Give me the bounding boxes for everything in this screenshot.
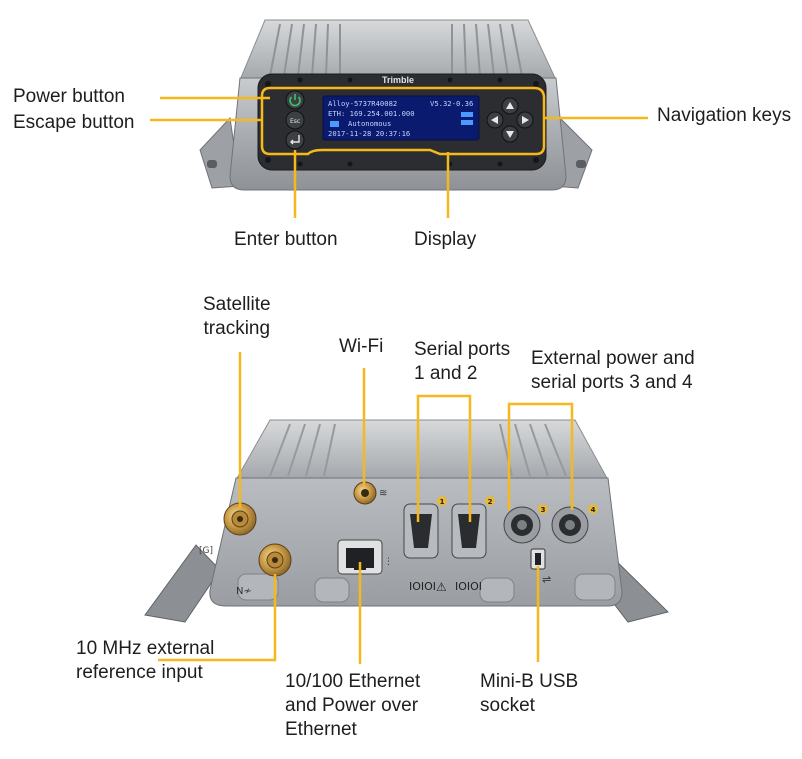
port-badge-3: 3 — [541, 506, 546, 514]
ethernet-port[interactable] — [337, 539, 383, 575]
label-satellite-tracking: Satellite tracking — [203, 294, 271, 339]
navigation-keys[interactable] — [486, 97, 534, 143]
rear-leader-lines — [158, 352, 574, 664]
brand-logo: Trimble — [382, 75, 414, 85]
label-power-button: Power button — [13, 86, 125, 107]
label-external-power: External power and serial ports 3 and 4 — [531, 348, 695, 393]
rear-view: [G] N≁ ≋ ⋮ — [144, 352, 669, 664]
label-ethernet: 10/100 Ethernet and Power over Ethernet — [285, 671, 421, 740]
label-mini-usb: Mini-B USB socket — [480, 671, 579, 716]
arrow-down-icon — [506, 131, 514, 138]
serial-port-2[interactable] — [451, 503, 487, 559]
warning-icon: ⚠ — [436, 580, 447, 594]
escape-icon: Esc — [290, 118, 300, 125]
label-display: Display — [414, 229, 477, 250]
label-navigation-keys: Navigation keys — [657, 105, 792, 126]
serial-symbol-2: IOIOI — [455, 580, 482, 593]
usb-icon: ⇌ — [542, 573, 551, 586]
port-badge-1: 1 — [440, 498, 445, 506]
enter-button[interactable] — [285, 130, 305, 150]
front-cooling-fins — [269, 23, 523, 77]
power-serial-port-4[interactable] — [551, 506, 589, 544]
port-badge-2: 2 — [488, 498, 493, 506]
serial-port-1[interactable] — [403, 503, 439, 559]
satellite-indicator — [330, 121, 339, 127]
gnss-icon: [G] — [199, 546, 213, 556]
enter-icon — [290, 135, 300, 145]
arrow-right-icon — [522, 116, 529, 124]
escape-button[interactable]: Esc — [285, 110, 305, 130]
arrow-up-icon — [506, 102, 514, 109]
arrow-down-key[interactable] — [501, 125, 519, 143]
display-line-3: Autonomous — [348, 119, 391, 128]
front-highlight-outline — [260, 86, 546, 156]
arrow-up-key[interactable] — [501, 97, 519, 115]
display-line-2: ETH: 169.254.001.000 — [328, 109, 415, 118]
display-line-1: Alloy-5737R40082 — [328, 99, 397, 108]
port-number-badges: 1 2 3 4 — [437, 496, 598, 514]
ref-symbol: N≁ — [236, 586, 252, 597]
lcd-display: Alloy-5737R40082 ETH: 169.254.001.000 Au… — [322, 95, 480, 141]
label-wifi: Wi-Fi — [339, 336, 384, 357]
label-ref-input: 10 MHz external reference input — [76, 638, 215, 683]
port-badge-4: 4 — [591, 506, 596, 514]
label-serial-ports-1-2: Serial ports 1 and 2 — [414, 339, 511, 384]
front-leader-lines — [150, 96, 648, 218]
display-version: V5.32-0.36 — [430, 99, 473, 108]
display-line-4: 2017-11-28 20:37:16 — [328, 129, 410, 138]
rear-left-flange — [144, 544, 221, 623]
power-serial-port-3[interactable] — [503, 506, 541, 544]
arrow-left-key[interactable] — [486, 111, 504, 129]
serial-symbol-1: IOIOI — [409, 580, 436, 593]
rear-top-body — [235, 419, 609, 481]
label-escape-button: Escape button — [13, 112, 135, 133]
ethernet-icon: ⋮ — [384, 557, 393, 567]
front-view: Trimble Esc Alloy-5737R40082 ETH: 169.25… — [150, 19, 648, 218]
ref-input-port[interactable] — [258, 543, 292, 577]
arrow-left-icon — [491, 116, 498, 124]
arrow-right-key[interactable] — [516, 111, 534, 129]
power-button[interactable] — [285, 90, 305, 110]
satellite-antenna-port[interactable] — [223, 502, 257, 536]
label-enter-button: Enter button — [234, 229, 338, 250]
power-icon — [289, 94, 301, 107]
wifi-icon: ≋ — [379, 488, 387, 499]
